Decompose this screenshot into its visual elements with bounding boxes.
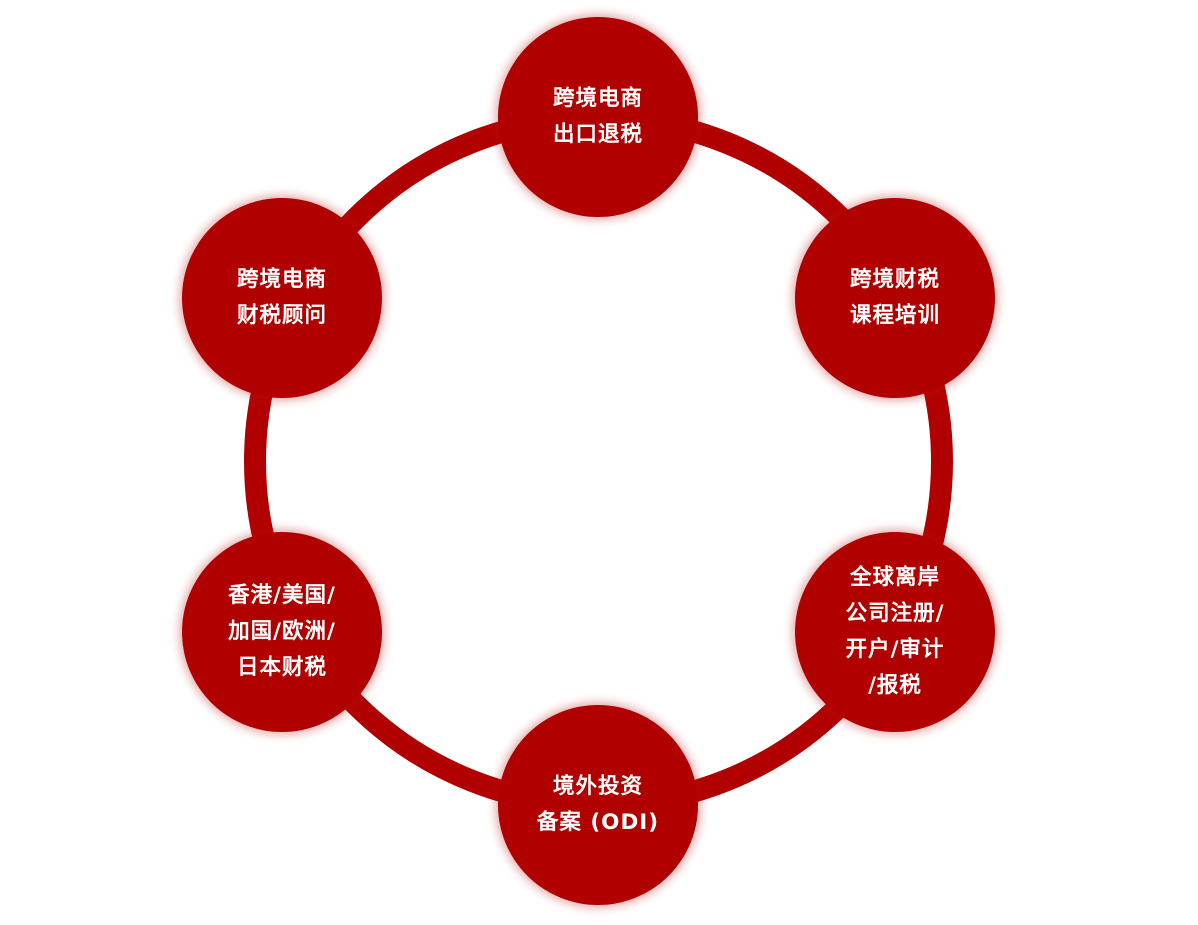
node-label-line: 开户/审计 <box>845 637 945 662</box>
node-label: 香港/美国/ 加国/欧洲/ 日本财税 <box>228 578 336 686</box>
node-tax-consulting: 跨境电商 财税顾问 <box>182 198 382 398</box>
node-label: 境外投资 备案 (ODI) <box>537 769 659 841</box>
node-label-line: /报税 <box>868 673 922 698</box>
node-label-line: 财税顾问 <box>236 303 327 328</box>
node-label-line: 课程培训 <box>849 303 940 328</box>
node-label-line: 跨境电商 <box>236 267 327 292</box>
node-label-line: 跨境电商 <box>552 86 643 111</box>
node-label-line: 跨境财税 <box>849 267 940 292</box>
node-label: 跨境电商 财税顾问 <box>237 262 327 334</box>
node-label: 全球离岸 公司注册/ 开户/审计 /报税 <box>846 560 945 704</box>
node-label-line: 公司注册/ <box>845 601 945 626</box>
node-label-line: 加国/欧洲/ <box>228 619 336 644</box>
node-tax-course-training: 跨境财税 课程培训 <box>795 198 995 398</box>
node-label-line: 境外投资 <box>552 774 643 799</box>
node-label-line: 出口退税 <box>552 122 643 147</box>
node-label: 跨境财税 课程培训 <box>850 262 940 334</box>
node-label: 跨境电商 出口退税 <box>553 81 643 153</box>
node-export-tax-refund: 跨境电商 出口退税 <box>498 17 698 217</box>
node-label-line: 香港/美国/ <box>228 583 336 608</box>
node-label-line: 日本财税 <box>236 655 327 680</box>
node-label-line: 全球离岸 <box>849 565 940 590</box>
node-overseas-tax-services: 香港/美国/ 加国/欧洲/ 日本财税 <box>182 532 382 732</box>
node-offshore-company-services: 全球离岸 公司注册/ 开户/审计 /报税 <box>795 532 995 732</box>
node-odi-filing: 境外投资 备案 (ODI) <box>498 705 698 905</box>
node-label-line: 备案 (ODI) <box>536 810 660 835</box>
